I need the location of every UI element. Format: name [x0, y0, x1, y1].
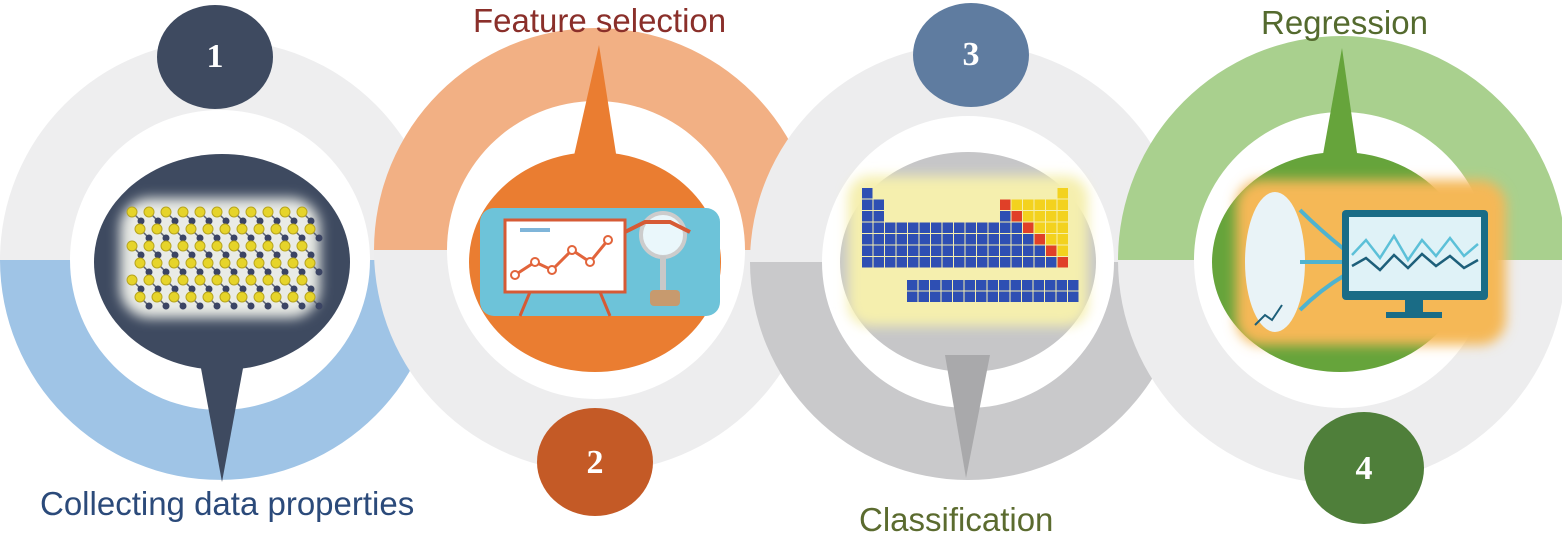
- step-1-core: [94, 154, 350, 482]
- step-4-core: [1212, 48, 1506, 372]
- step-1-badge: [157, 5, 273, 109]
- step-4-badge: [1304, 412, 1424, 524]
- step-1-label: Collecting data properties: [40, 485, 415, 522]
- step-2-badge: [537, 408, 653, 516]
- step-4-ring: [1118, 36, 1562, 484]
- step-3-core: [840, 152, 1096, 478]
- regression-monitor-image: [1236, 180, 1506, 345]
- step-1-number: 1: [206, 38, 224, 75]
- step-2-number: 2: [586, 444, 604, 481]
- periodic-table-image: [848, 176, 1088, 326]
- step-3-badge: [913, 3, 1029, 107]
- step-2-core: [469, 45, 721, 372]
- step-2-ring: [374, 28, 818, 472]
- step-1-ring: [0, 40, 440, 480]
- step-2-label: Feature selection: [473, 2, 727, 39]
- step-3-label: Classification: [859, 501, 1054, 538]
- step-3-number: 3: [962, 36, 980, 73]
- step-4-number: 4: [1355, 450, 1373, 487]
- crystal-lattice-image: [120, 198, 323, 318]
- presentation-chart-image: [480, 208, 720, 317]
- step-3-ring: [750, 44, 1186, 480]
- step-4-label: Regression: [1261, 4, 1428, 41]
